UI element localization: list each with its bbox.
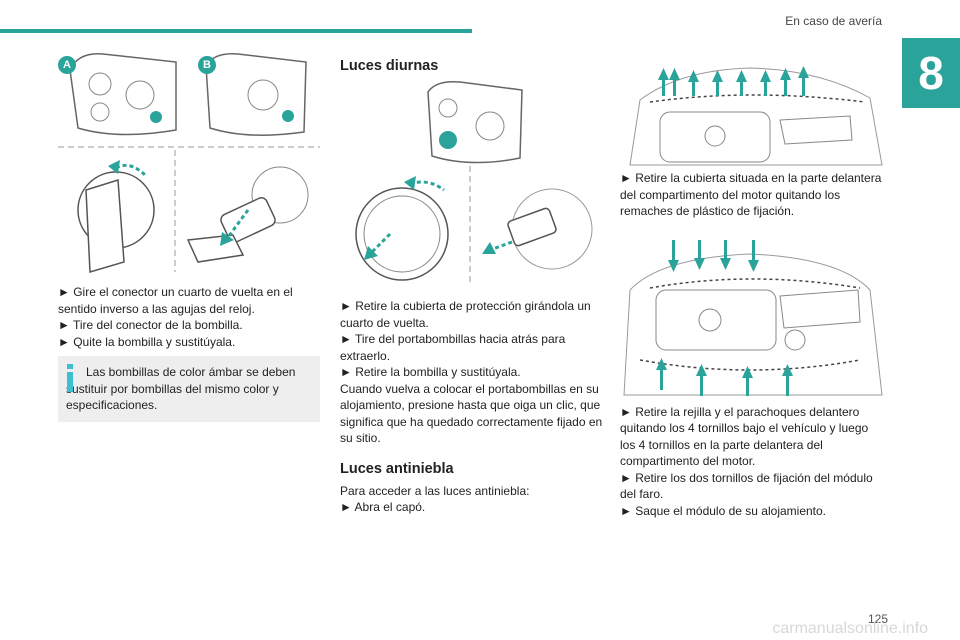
step-text: ► Retire la rejilla y el parachoques del… [620, 404, 869, 469]
badge-b: B [198, 56, 216, 74]
badge-a: A [58, 56, 76, 74]
step-text: ► Retire la cubierta situada en la parte… [620, 171, 882, 218]
step-text: ► Abra el capó. [340, 500, 426, 514]
step-text: Cuando vuelva a colocar el portabombilla… [340, 381, 603, 446]
step-text: ► Tire del conector de la bombilla. [58, 318, 243, 332]
column-3: ► Retire la cubierta situada en la parte… [620, 40, 885, 519]
step-text: ► Retire la cubierta de protección girán… [340, 299, 591, 330]
info-note: Las bombillas de color ámbar se deben su… [58, 356, 320, 422]
step-text: ► Saque el módulo de su alojamiento. [620, 503, 827, 518]
daytime-light-illustration [355, 80, 593, 286]
chapter-number-tab: 8 [902, 38, 960, 108]
header-accent-bar [0, 29, 472, 33]
header-title: En caso de avería [785, 14, 882, 28]
step-text: ► Retire la bombilla y sustitúyala. [340, 365, 521, 379]
info-icon [67, 364, 73, 392]
column-1: A B ► Gire el conector un cuarto de vuel… [58, 40, 320, 422]
note-text: Las bombillas de color ámbar se deben su… [66, 365, 296, 412]
watermark-text: carmanualsonline.info [772, 620, 928, 637]
column-2: Luces diurnas ► Retire la cubierta de pr… [340, 40, 605, 516]
step-text: ► Quite la bombilla y sustitúyala. [58, 334, 236, 349]
fog-intro: Para acceder a las luces antiniebla: [340, 483, 530, 498]
section-title: Luces antiniebla [340, 460, 454, 477]
step-text: ► Tire del portabombillas hacia atrás pa… [340, 332, 566, 363]
step-text: ► Retire los dos tornillos de fijación d… [620, 470, 873, 502]
engine-cover-illustration [629, 66, 883, 166]
bumper-removal-illustration [623, 239, 883, 396]
headlamp-connector-illustration [58, 53, 320, 273]
step-text: ► Gire el conector un cuarto de vuelta e… [58, 285, 293, 316]
section-title: Luces diurnas [340, 58, 439, 74]
page-number: 125 [867, 612, 888, 626]
